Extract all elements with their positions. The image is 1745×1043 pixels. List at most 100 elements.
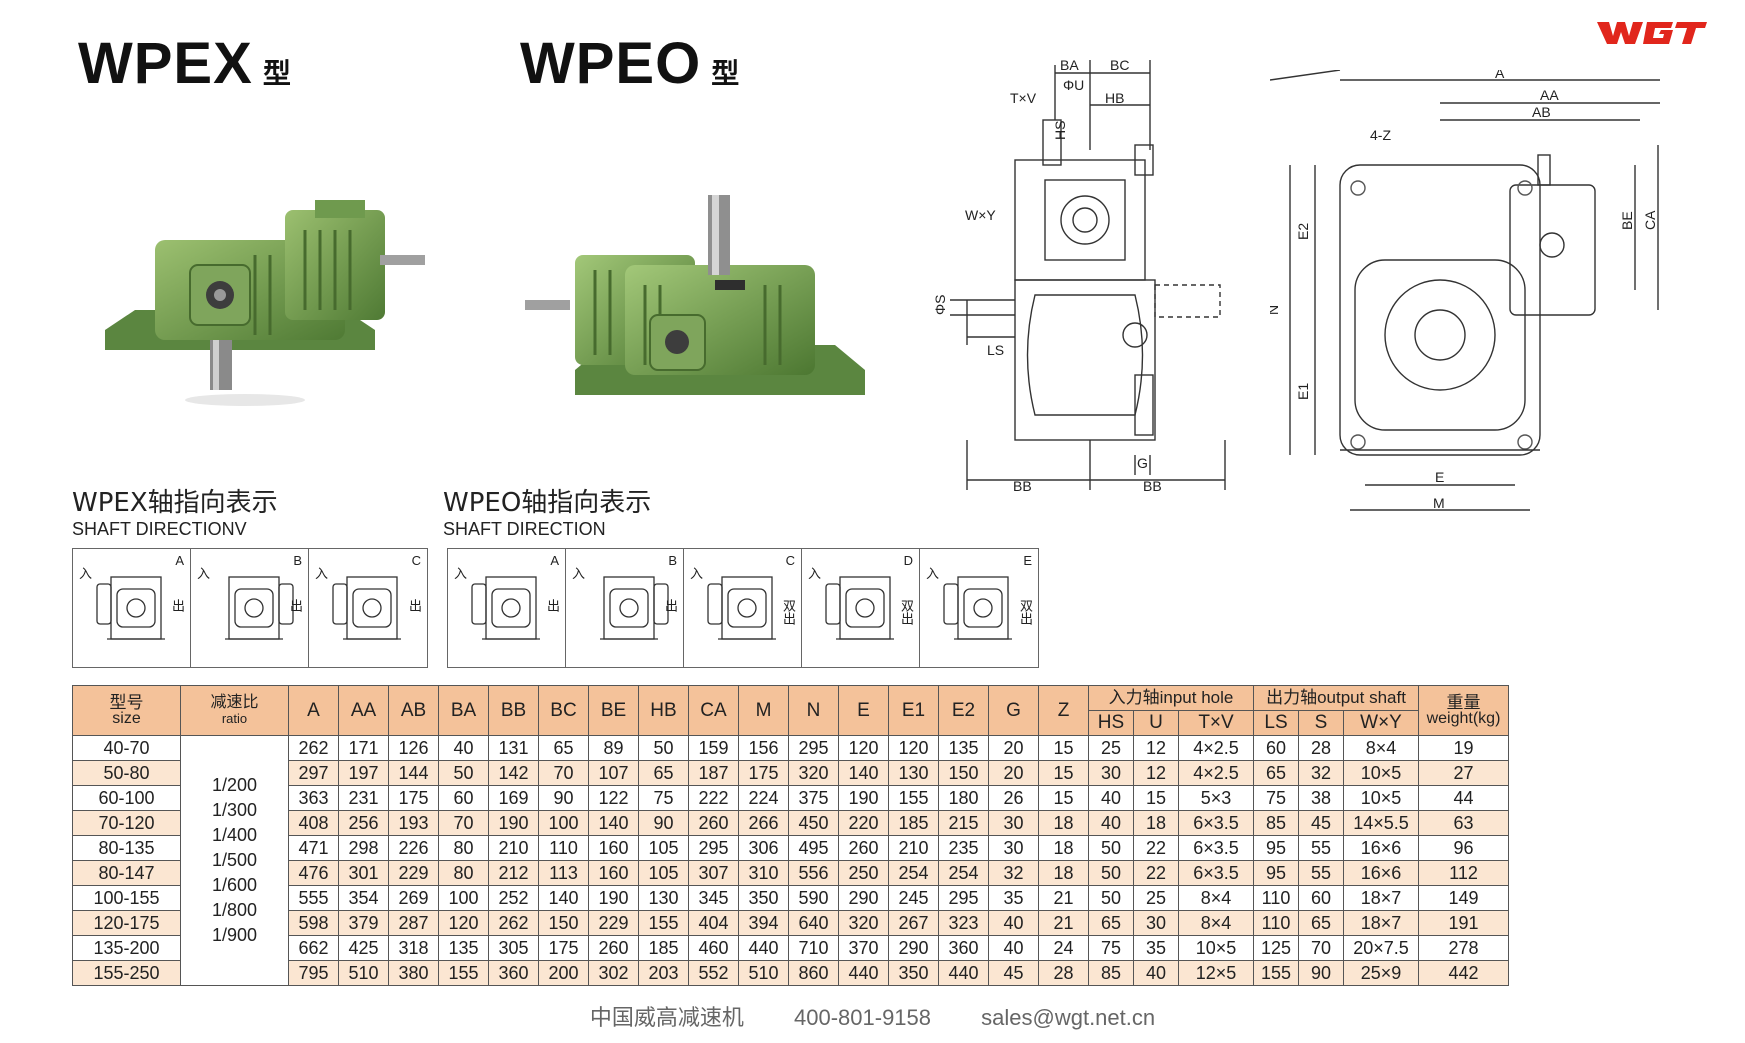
table-cell: 70 — [538, 760, 589, 786]
table-cell: 260 — [588, 935, 639, 961]
table-cell: 70 — [1298, 935, 1344, 961]
table-cell: 379 — [338, 910, 389, 936]
table-cell: 50 — [638, 735, 689, 761]
svg-text:BE: BE — [1619, 211, 1635, 230]
table-cell: 140 — [588, 810, 639, 836]
table-cell: 640 — [788, 910, 839, 936]
table-cell: 552 — [688, 960, 739, 986]
table-cell: 8×4 — [1178, 910, 1254, 936]
table-cell: 250 — [838, 860, 889, 886]
footer: 中国威高减速机 400-801-9158 sales@wgt.net.cn — [0, 1000, 1745, 1032]
table-cell: 12 — [1133, 735, 1179, 761]
table-cell: 21 — [1038, 910, 1089, 936]
table-cell: 440 — [738, 935, 789, 961]
table-cell: 75 — [1253, 785, 1299, 811]
table-cell: 126 — [388, 735, 439, 761]
table-cell: 28 — [1298, 735, 1344, 761]
col-header: N — [788, 685, 839, 736]
table-cell: 60 — [1253, 735, 1299, 761]
spec-table: 型号 size 减速比 ratio A AA AB BA BB BC BE HB… — [72, 685, 1509, 986]
table-cell: 75 — [1088, 935, 1134, 961]
table-cell: 6×3.5 — [1178, 860, 1254, 886]
table-cell: 193 — [388, 810, 439, 836]
table-cell: 50 — [438, 760, 489, 786]
table-cell: 105 — [638, 835, 689, 861]
table-cell: 476 — [288, 860, 339, 886]
table-cell: 320 — [838, 910, 889, 936]
gearbox-outline-icon — [943, 576, 1012, 640]
ratio-header-en: ratio — [221, 710, 248, 726]
table-cell: 21 — [1038, 885, 1089, 911]
table-cell: 210 — [888, 835, 939, 861]
table-cell: 795 — [288, 960, 339, 986]
table-cell: 222 — [688, 785, 739, 811]
table-cell: 354 — [338, 885, 389, 911]
svg-text:T×V: T×V — [1010, 90, 1037, 106]
wpex-product-photo — [95, 198, 440, 435]
table-cell: 30 — [988, 810, 1039, 836]
table-cell: 65 — [638, 760, 689, 786]
table-cell: 260 — [838, 835, 889, 861]
size-cell: 80-147 — [72, 860, 181, 886]
table-cell: 18×7 — [1343, 910, 1419, 936]
table-cell: 150 — [538, 910, 589, 936]
table-cell: 135 — [938, 735, 989, 761]
table-cell: 149 — [1418, 885, 1509, 911]
table-cell: 229 — [588, 910, 639, 936]
table-cell: 175 — [738, 760, 789, 786]
table-cell: 12×5 — [1178, 960, 1254, 986]
table-cell: 28 — [1038, 960, 1089, 986]
input-marker: 入 — [572, 567, 586, 582]
table-cell: 310 — [738, 860, 789, 886]
table-cell: 18 — [1038, 860, 1089, 886]
svg-text:LS: LS — [987, 342, 1004, 358]
table-cell: 80 — [438, 835, 489, 861]
gearbox-outline-icon — [471, 576, 540, 640]
output-marker: 双出 — [898, 599, 913, 625]
table-cell: 460 — [688, 935, 739, 961]
table-cell: 125 — [1253, 935, 1299, 961]
table-cell: 197 — [338, 760, 389, 786]
table-cell: 155 — [888, 785, 939, 811]
table-cell: 370 — [838, 935, 889, 961]
gearbox-outline-icon — [600, 576, 669, 640]
weight-header-en: weight(kg) — [1426, 709, 1501, 727]
input-col-header: U — [1133, 710, 1179, 736]
svg-text:BC: BC — [1110, 57, 1129, 73]
table-cell: 155 — [638, 910, 689, 936]
table-cell: 70 — [438, 810, 489, 836]
table-cell: 290 — [888, 935, 939, 961]
input-marker: 入 — [808, 567, 822, 582]
table-cell: 107 — [588, 760, 639, 786]
output-marker: 双出 — [1017, 599, 1032, 625]
table-cell: 95 — [1253, 835, 1299, 861]
table-cell: 235 — [938, 835, 989, 861]
table-cell: 590 — [788, 885, 839, 911]
table-cell: 75 — [638, 785, 689, 811]
table-cell: 110 — [1253, 910, 1299, 936]
table-cell: 80 — [438, 860, 489, 886]
table-cell: 226 — [388, 835, 439, 861]
table-cell: 30 — [1088, 760, 1134, 786]
size-header-cn: 型号 — [109, 692, 144, 712]
table-cell: 254 — [938, 860, 989, 886]
table-cell: 306 — [738, 835, 789, 861]
table-cell: 112 — [1418, 860, 1509, 886]
table-cell: 16×6 — [1343, 835, 1419, 861]
table-cell: 190 — [588, 885, 639, 911]
table-cell: 190 — [838, 785, 889, 811]
input-marker: 入 — [690, 567, 704, 582]
svg-text:AA: AA — [1540, 87, 1559, 103]
input-col-header: HS — [1088, 710, 1134, 736]
table-cell: 140 — [538, 885, 589, 911]
table-cell: 100 — [538, 810, 589, 836]
table-cell: 40 — [1133, 960, 1179, 986]
table-cell: 297 — [288, 760, 339, 786]
gearbox-outline-icon — [225, 576, 294, 640]
output-marker: 出 — [406, 599, 421, 612]
